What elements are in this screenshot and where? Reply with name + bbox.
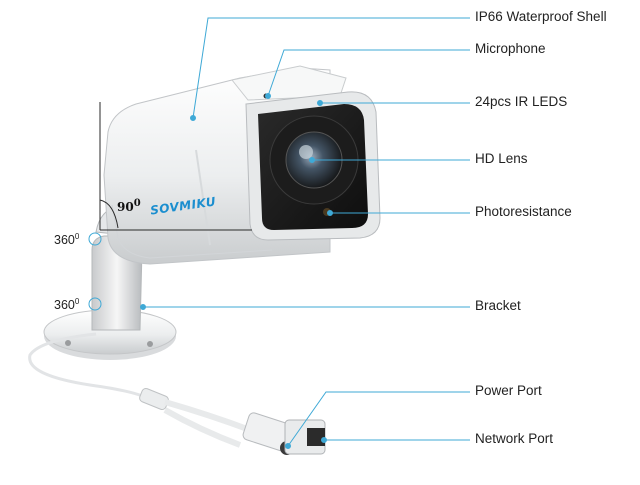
callout-network-port: Network Port bbox=[475, 431, 553, 446]
pan-lower-label: 3600 bbox=[54, 297, 79, 312]
network-jack bbox=[307, 428, 325, 446]
callout-microphone: Microphone bbox=[475, 41, 546, 56]
connector-assembly bbox=[138, 387, 325, 455]
callout-photoresistance: Photoresistance bbox=[475, 204, 572, 219]
callout-shell: IP66 Waterproof Shell bbox=[475, 9, 607, 24]
callout-lens: HD Lens bbox=[475, 151, 528, 166]
camera-front bbox=[246, 92, 380, 240]
callout-ir-leds: 24pcs IR LEDS bbox=[475, 94, 567, 109]
pan-upper-label: 3600 bbox=[54, 232, 79, 247]
tilt-angle-label: 900 bbox=[117, 198, 141, 214]
callout-bracket: Bracket bbox=[475, 298, 521, 313]
callout-power-port: Power Port bbox=[475, 383, 542, 398]
